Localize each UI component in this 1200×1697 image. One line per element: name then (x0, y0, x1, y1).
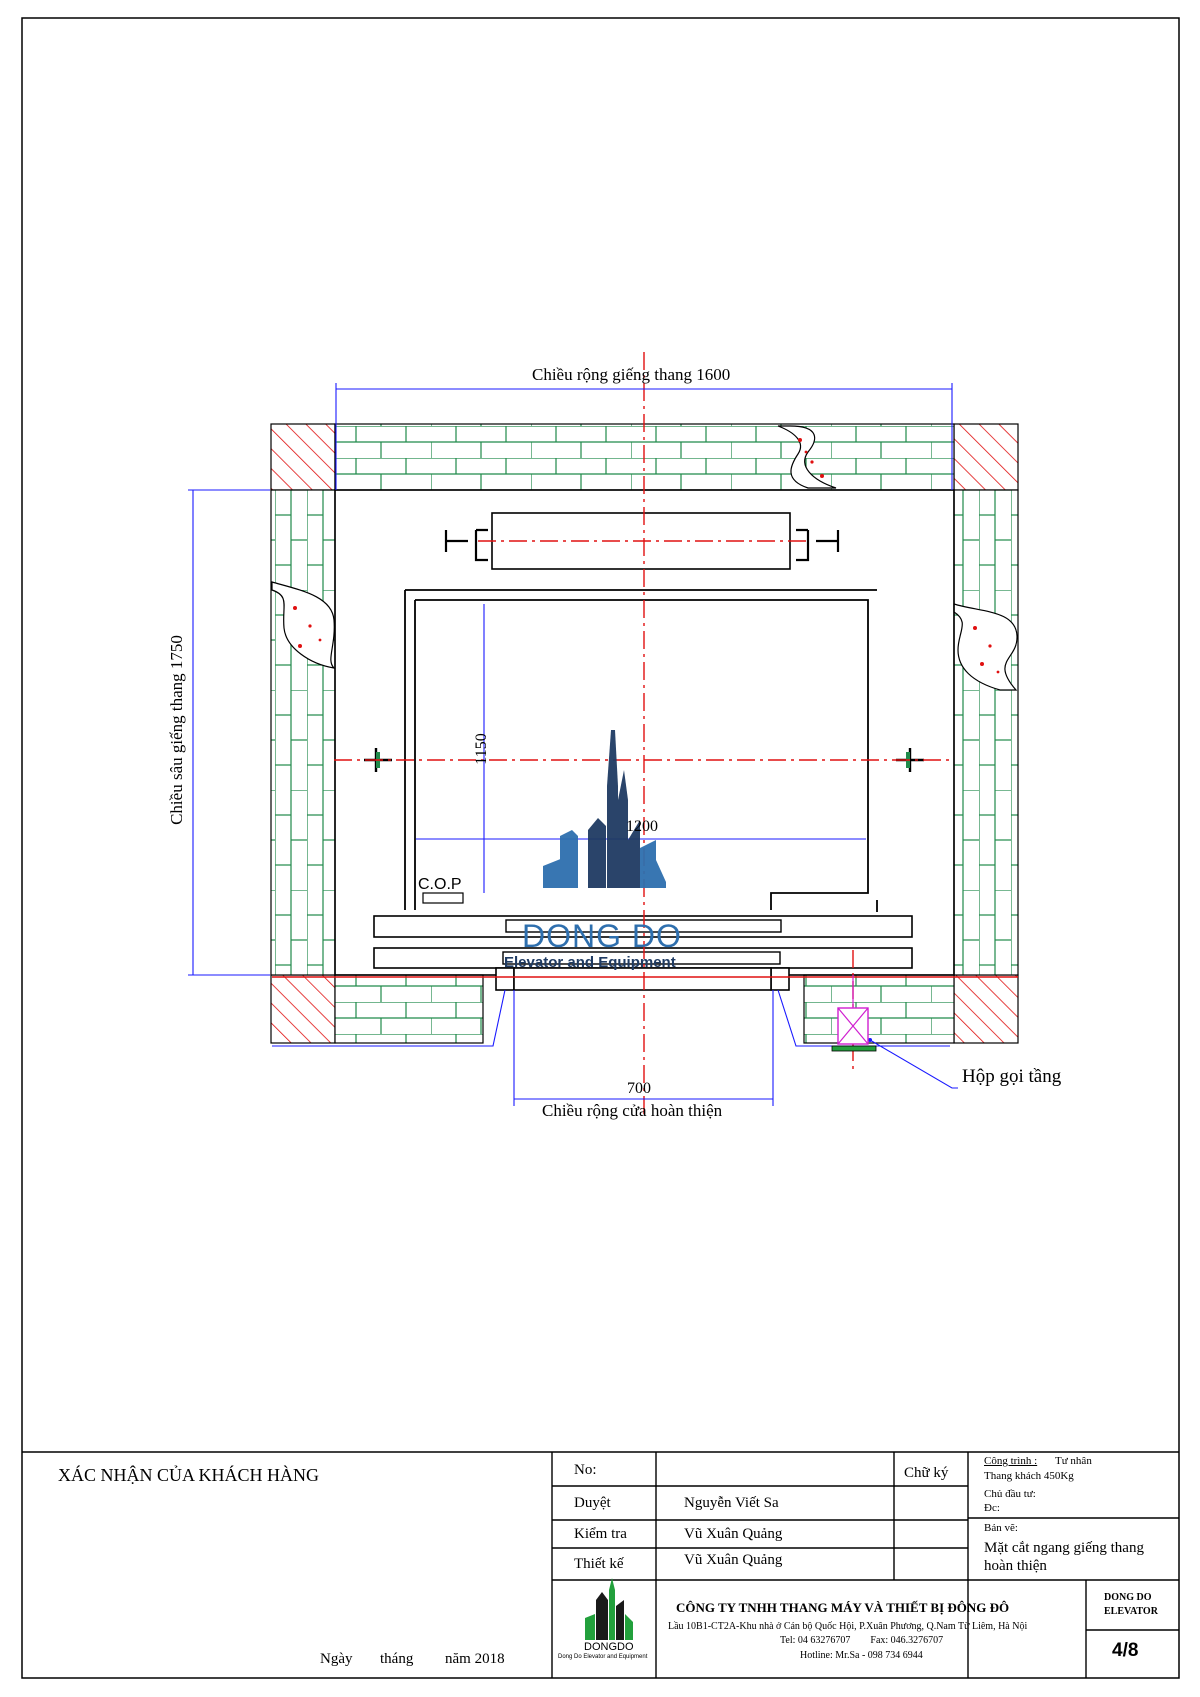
no-label: No: (574, 1462, 597, 1478)
wall-break-left (271, 581, 336, 669)
date-day: Ngày (320, 1651, 353, 1667)
label-shaft-depth: Chiều sâu giếng thang 1750 (167, 635, 186, 825)
counterweight-rail-right (796, 528, 840, 562)
customer-confirm-heading: XÁC NHẬN CỦA KHÁCH HÀNG (58, 1465, 320, 1485)
row-role-approve: Duyệt (574, 1495, 611, 1511)
label-car-width: 1200 (626, 818, 658, 835)
brand-line-1: DONG DO (1104, 1592, 1152, 1603)
watermark-tower-edge (656, 860, 666, 888)
watermark-tower-left-front (560, 830, 578, 888)
door-header (513, 967, 772, 991)
corner-column-br (953, 974, 1019, 1044)
call-box-cross (837, 1007, 869, 1045)
wall-break-right (953, 603, 1018, 691)
project-value: Tư nhân (1055, 1455, 1092, 1467)
landing-call-box (831, 975, 877, 1052)
company-tel: Tel: 04 63276707 Fax: 046.3276707 (780, 1635, 944, 1646)
watermark-name: DONG DO (522, 918, 682, 954)
company-hotline: Hotline: Mr.Sa - 098 734 6944 (800, 1650, 923, 1661)
project-desc: Thang khách 450Kg (984, 1470, 1074, 1482)
label-cop: C.O.P (418, 876, 462, 893)
signature-label: Chữ ký (904, 1465, 949, 1481)
row-role-design: Thiết kế (574, 1556, 624, 1572)
landing-door-panel (502, 951, 781, 965)
watermark-tower-far-right (640, 840, 656, 888)
row-name-approve: Nguyễn Viết Sa (684, 1495, 779, 1511)
label-call-box: Hộp gọi tầng (962, 1066, 1062, 1087)
address-label: Đc: (984, 1502, 1000, 1514)
dimensions (188, 383, 958, 1106)
row-role-check: Kiểm tra (574, 1526, 627, 1542)
door-leader-left (272, 989, 506, 1047)
car-inner-outline (414, 599, 869, 910)
door-jamb-right (770, 967, 790, 991)
brick-wall-bottom-left (334, 974, 484, 1044)
label-car-depth: 1150 (473, 733, 490, 765)
logo-text: DONGDO (584, 1641, 634, 1653)
watermark-tower-right (628, 820, 640, 888)
watermark-tower-center-left (588, 818, 606, 888)
label-shaft-width: Chiều rộng giếng thang 1600 (532, 365, 731, 384)
door-jamb-left (495, 967, 515, 991)
owner-label: Chủ đầu tư: (984, 1488, 1036, 1500)
watermark-logo (543, 730, 666, 888)
drawing-title-line2: hoàn thiện (984, 1558, 1047, 1574)
call-box-leader-dot (867, 1037, 873, 1043)
title-block-grid (22, 1451, 1179, 1678)
date-year: năm 2018 (445, 1651, 505, 1667)
call-box-plate (831, 1045, 877, 1052)
label-door-width-dim: 700 (627, 1080, 651, 1097)
project-label: Công trình : (984, 1455, 1038, 1467)
company-address: Lầu 10B1-CT2A-Khu nhà ở Cán bộ Quốc Hội,… (668, 1621, 1028, 1632)
car (373, 589, 913, 991)
label-door-width: Chiều rộng cửa hoàn thiện (542, 1101, 723, 1120)
drawing-label: Bản vẽ: (984, 1522, 1018, 1534)
watermark-tower-center (607, 730, 618, 888)
drawing-title-line1: Mặt cắt ngang giếng thang (984, 1540, 1144, 1556)
brick-wall-bottom-right (803, 974, 955, 1044)
company-logo (585, 1578, 633, 1640)
row-name-check: Vũ Xuân Quảng (684, 1526, 783, 1542)
logo-sub: Dong Do Elevator and Equipment (558, 1654, 648, 1660)
watermark-tower-center-right (618, 770, 628, 888)
brand-line-2: ELEVATOR (1104, 1606, 1158, 1617)
sheet-border (21, 17, 1180, 1679)
cop-panel (422, 892, 464, 904)
brick-wall-right (953, 489, 1019, 976)
concrete-speckles (293, 438, 1000, 674)
watermark-tagline: Elevator and Equipment (504, 954, 676, 971)
row-name-design: Vũ Xuân Quảng (684, 1552, 783, 1568)
door-leader-right (777, 989, 950, 1047)
counterweight-rail-left (444, 528, 488, 562)
call-box-leader (869, 1039, 958, 1089)
brick-wall-left (270, 489, 336, 976)
date-month: tháng (380, 1651, 414, 1667)
sheet-number: 4/8 (1112, 1640, 1139, 1661)
corner-column-tr (953, 423, 1019, 491)
corner-column-tl (270, 423, 336, 491)
company-name: CÔNG TY TNHH THANG MÁY VÀ THIẾT BỊ ĐÔNG … (676, 1600, 1010, 1615)
watermark-tower-left (543, 858, 563, 888)
corner-column-bl (270, 974, 336, 1044)
